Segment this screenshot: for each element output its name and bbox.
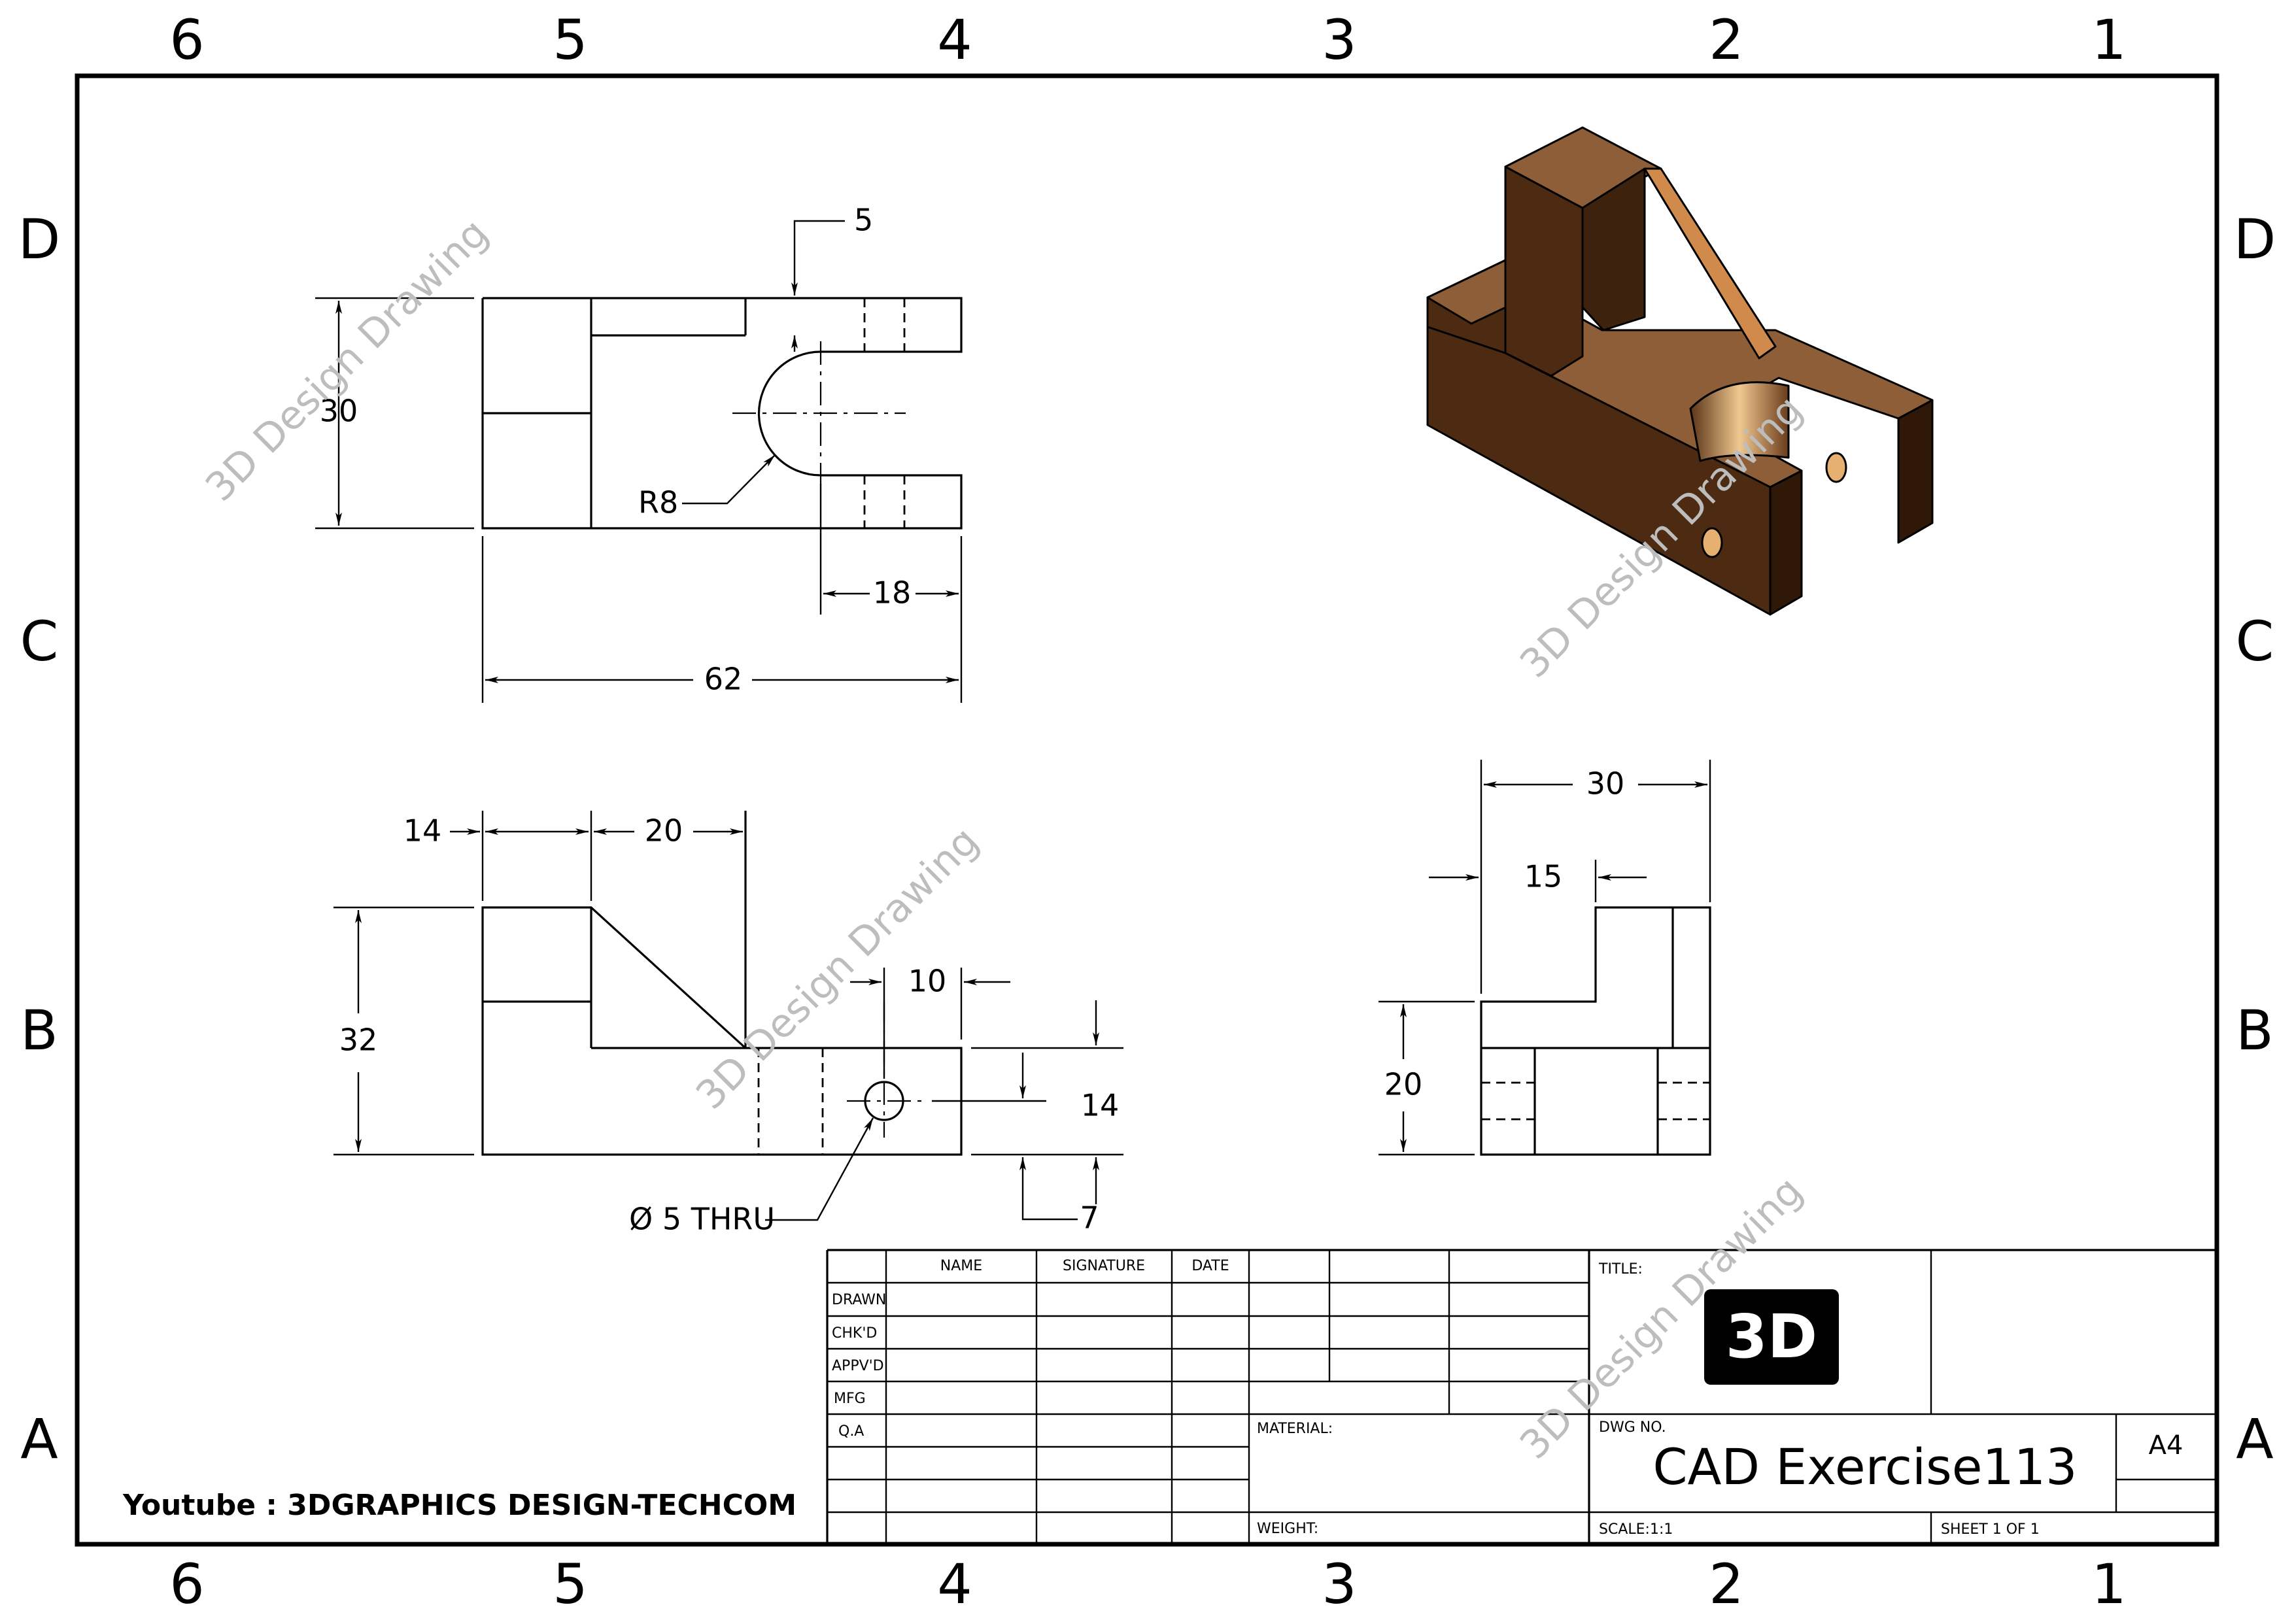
tb-row-drawn: DRAWN xyxy=(832,1292,886,1308)
zone-col-4-bottom: 4 xyxy=(937,1552,972,1616)
zone-col-3-bottom: 3 xyxy=(1322,1552,1356,1616)
tb-row-checked: CHK'D xyxy=(832,1325,877,1342)
watermark-top-left: 3D Design Drawing xyxy=(197,211,497,511)
dim-front-hole-offset: 10 xyxy=(908,964,947,999)
zone-col-2-top: 2 xyxy=(1709,8,1743,72)
zone-row-a-right: A xyxy=(2236,1407,2273,1471)
zone-row-d-left: D xyxy=(18,207,61,271)
dim-top-height: 30 xyxy=(320,394,358,429)
zone-col-6-top: 6 xyxy=(169,8,204,72)
dim-side-half: 15 xyxy=(1524,859,1563,894)
tb-col-name: NAME xyxy=(940,1258,982,1274)
drawing-border xyxy=(75,73,2219,1547)
tb-dwg-no-label: DWG NO. xyxy=(1599,1419,1666,1436)
tb-col-signature: SIGNATURE xyxy=(1063,1258,1145,1274)
iso-rib-dark-face xyxy=(1581,167,1646,331)
top-view: 30 5 R8 18 62 xyxy=(315,203,963,703)
dim-side-width: 30 xyxy=(1586,766,1625,802)
tb-weight-label: WEIGHT: xyxy=(1257,1521,1318,1537)
zone-col-1-top: 1 xyxy=(2091,8,2126,72)
zone-labels: 6 5 4 3 2 1 6 5 4 3 2 1 D C B A D C B A xyxy=(18,8,2276,1616)
zone-col-5-top: 5 xyxy=(553,8,587,72)
zone-row-a-left: A xyxy=(20,1407,58,1471)
zone-col-6-bottom: 6 xyxy=(169,1552,204,1616)
dim-top-length: 62 xyxy=(704,662,743,697)
youtube-credit: Youtube : 3DGRAPHICS DESIGN-TECHCOM xyxy=(122,1489,796,1522)
tb-title-label: TITLE: xyxy=(1598,1261,1643,1277)
dim-front-height: 32 xyxy=(339,1023,378,1058)
tb-col-date: DATE xyxy=(1191,1258,1229,1274)
dim-front-slope: 20 xyxy=(645,813,683,849)
zone-col-3-top: 3 xyxy=(1322,8,1356,72)
tb-sheet: SHEET 1 OF 1 xyxy=(1941,1521,2040,1538)
logo-badge xyxy=(1704,1289,1839,1385)
zone-col-5-bottom: 5 xyxy=(553,1552,587,1616)
iso-rib-slope-face xyxy=(1643,167,1777,360)
zone-row-c-right: C xyxy=(2236,609,2274,673)
dim-top-radius: R8 xyxy=(638,485,678,520)
zone-row-b-left: B xyxy=(20,998,58,1062)
logo-text: 3D xyxy=(1726,1302,1817,1372)
zone-col-1-bottom: 1 xyxy=(2091,1552,2126,1616)
dim-top-slot-offset: 5 xyxy=(854,203,873,238)
hole-callout: Ø 5 THRU xyxy=(629,1202,775,1237)
iso-pin-hole-right xyxy=(1825,452,1847,483)
tb-row-qa: Q.A xyxy=(838,1423,864,1440)
drawing-number: CAD Exercise113 xyxy=(1652,1438,2077,1496)
tb-scale: SCALE:1:1 xyxy=(1599,1521,1673,1538)
zone-row-b-right: B xyxy=(2236,998,2274,1062)
side-view: 30 15 20 xyxy=(1378,760,1711,1156)
zone-col-2-bottom: 2 xyxy=(1709,1552,1743,1616)
dim-front-step: 14 xyxy=(403,813,442,849)
sheet-size: A4 xyxy=(2149,1430,2183,1461)
zone-row-c-left: C xyxy=(20,609,59,673)
tb-row-mfg: MFG xyxy=(834,1391,866,1407)
tb-material-label: MATERIAL: xyxy=(1257,1421,1333,1437)
iso-base-right-face xyxy=(1769,469,1803,616)
iso-lug-front-face xyxy=(1897,399,1934,544)
isometric-view xyxy=(1426,126,1934,616)
iso-pin-hole-left xyxy=(1701,527,1723,558)
iso-slot-hole xyxy=(1689,381,1790,462)
dim-top-lug: 18 xyxy=(873,575,912,611)
dim-front-hole-bottom: 7 xyxy=(1080,1200,1099,1236)
zone-row-d-right: D xyxy=(2234,207,2276,271)
title-block: NAME SIGNATURE DATE DRAWN CHK'D APPV'D M… xyxy=(826,1249,2217,1544)
zone-col-4-top: 4 xyxy=(937,8,972,72)
dim-side-height: 20 xyxy=(1384,1067,1423,1102)
dim-front-hole-height: 14 xyxy=(1081,1088,1120,1123)
front-view: 14 20 32 10 14 7 Ø 5 THRU xyxy=(334,811,1123,1237)
tb-row-approved: APPV'D xyxy=(832,1358,884,1374)
